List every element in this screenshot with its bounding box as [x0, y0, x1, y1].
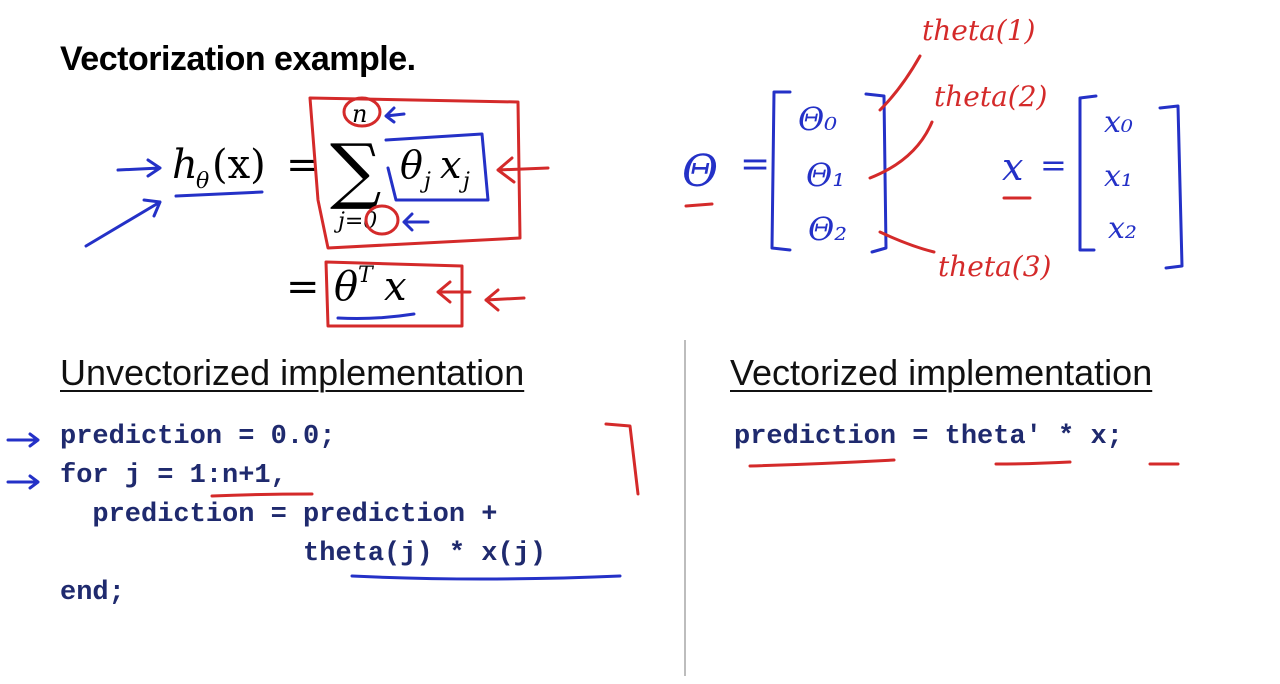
vec-theta-entry-2: Θ₂ [808, 210, 847, 248]
vec-x-entry-1: x₁ [1104, 159, 1133, 194]
red-arrow-outside [484, 288, 526, 312]
eq-lhs-sub: θ [196, 169, 209, 194]
code-line: for j = 1:n+1, [60, 461, 287, 491]
red-underline-theta-vec [684, 202, 714, 208]
vec-x-bracket-right [1158, 104, 1184, 270]
eq-second-equals: = [286, 264, 320, 310]
code-line: prediction = 0.0; [60, 422, 336, 452]
red-arrow-box [436, 280, 472, 304]
eq-sum-symbol: ∑ [330, 128, 381, 212]
vec-theta-symbol: Θ [682, 146, 718, 197]
eq-summand-x: x [440, 143, 461, 187]
red-arrow-sum [496, 156, 550, 184]
eq-lhs-arg: (x) [212, 142, 266, 188]
slide-title: Vectorization example. [60, 40, 416, 78]
red-circle-zero [364, 204, 400, 236]
vec-theta-bracket-left [770, 90, 792, 252]
annotation-theta-2: theta(2) [934, 80, 1047, 113]
blue-arrow-zero [402, 212, 430, 232]
eq-vector-sup: T [358, 263, 375, 288]
red-box-sum [308, 96, 522, 250]
code-line: theta(j) * x(j) [60, 539, 547, 569]
code-line: end; [60, 578, 125, 608]
eq-vector-x: x [384, 264, 407, 310]
vec-x-bracket-left [1078, 94, 1098, 252]
annotation-theta-1: theta(1) [922, 14, 1035, 47]
blue-arrow-n [384, 106, 406, 124]
red-line-theta-3 [878, 230, 936, 254]
blue-box-summand [384, 132, 490, 202]
blue-underline-h [174, 190, 264, 198]
annotation-theta-3: theta(3) [938, 250, 1051, 283]
vectorized-code: prediction = theta' * x; [734, 418, 1123, 457]
red-line-theta-1 [878, 54, 922, 112]
vec-theta-equals: = [740, 144, 770, 185]
vec-theta-entry-0: Θ₀ [798, 100, 837, 138]
vectorized-heading: Vectorized implementation [730, 352, 1153, 393]
column-divider [684, 340, 686, 676]
vec-x-entry-2: x₂ [1108, 211, 1137, 246]
vec-theta-entry-1: Θ₁ [806, 156, 845, 194]
unvectorized-heading: Unvectorized implementation [60, 352, 525, 393]
code-line: prediction = theta' * x; [734, 422, 1123, 452]
blue-arrow-left-top [116, 158, 162, 178]
blue-underline-thetaTx [336, 312, 416, 320]
red-line-theta-2 [868, 120, 934, 180]
blue-arrow-left-diag [84, 198, 162, 248]
eq-vector-theta: θ [334, 264, 358, 310]
vec-x-entry-0: x₀ [1104, 105, 1133, 140]
unvectorized-code: prediction = 0.0; for j = 1:n+1, predicti… [60, 418, 546, 613]
eq-summand-theta: θ [400, 143, 423, 187]
vec-x-equals: = [1040, 146, 1067, 184]
vec-x-symbol: x [1002, 145, 1023, 189]
code-line: prediction = prediction + [60, 500, 498, 530]
red-circle-n [342, 96, 382, 128]
eq-lhs: h [172, 142, 198, 188]
red-box-thetaTx [324, 260, 464, 328]
eq-sum-upper: n [352, 100, 367, 128]
